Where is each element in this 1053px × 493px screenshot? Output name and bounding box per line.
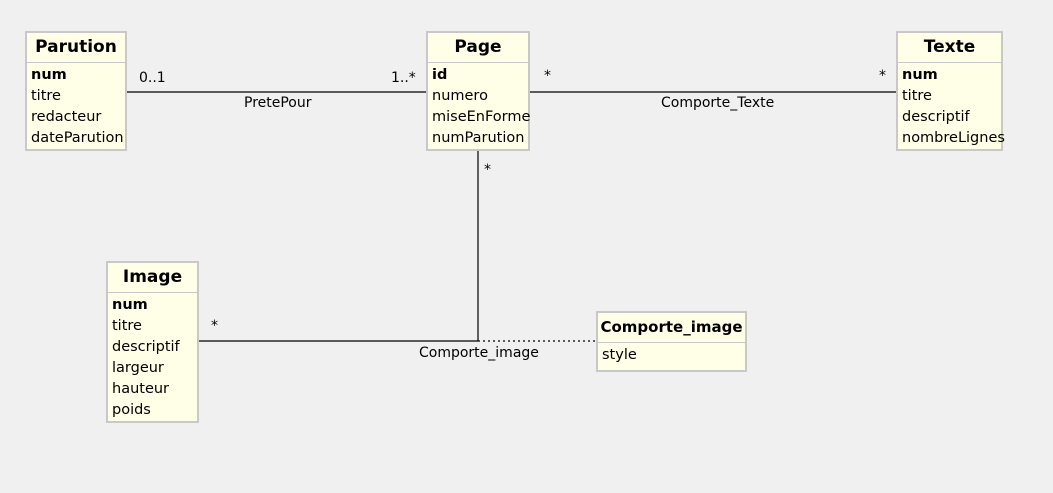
class-title: Texte — [898, 33, 1001, 63]
class-attribute: poids — [112, 402, 151, 418]
class-attribute: largeur — [112, 360, 164, 376]
class-attribute: titre — [31, 88, 61, 104]
class-attribute: titre — [902, 88, 932, 104]
class-attribute: numParution — [432, 130, 525, 146]
class-attribute: dateParution — [31, 130, 124, 146]
class-texte[interactable]: Texte num titre descriptif nombreLignes — [896, 31, 1005, 151]
class-title: Image — [108, 263, 197, 293]
class-title: Page — [428, 33, 528, 63]
multiplicity-parution: 0..1 — [139, 70, 166, 86]
association-label-comporte-image: Comporte_image — [419, 345, 539, 361]
class-attribute: hauteur — [112, 381, 170, 397]
class-image[interactable]: Image num titre descriptif largeur haute… — [106, 261, 199, 423]
class-attribute: descriptif — [902, 109, 970, 125]
multiplicity-image: * — [211, 318, 218, 334]
class-attribute: style — [602, 347, 637, 363]
class-attribute: num — [902, 67, 938, 83]
class-attribute: numero — [432, 88, 488, 104]
class-attribute: id — [432, 67, 448, 83]
class-parution[interactable]: Parution num titre redacteur dateParutio… — [25, 31, 127, 151]
class-attribute: num — [31, 67, 67, 83]
class-title: Comporte_image — [598, 313, 745, 343]
class-page[interactable]: Page id numero miseEnForme numParution — [426, 31, 530, 151]
multiplicity-texte: * — [879, 68, 886, 84]
association-label-comporte-texte: Comporte_Texte — [661, 95, 775, 111]
class-title: Parution — [27, 33, 125, 63]
multiplicity-page-comporte-texte: * — [544, 68, 551, 84]
class-attribute: redacteur — [31, 109, 102, 125]
multiplicity-page-comporte-image: * — [484, 162, 491, 178]
class-attribute: nombreLignes — [902, 130, 1005, 146]
class-comporte-image[interactable]: Comporte_image style — [596, 311, 747, 372]
class-attribute: num — [112, 297, 148, 313]
class-attribute: titre — [112, 318, 142, 334]
class-attribute: descriptif — [112, 339, 180, 355]
multiplicity-page-prete-pour: 1..* — [391, 70, 416, 86]
class-attribute: miseEnForme — [432, 109, 531, 125]
association-label-prete-pour: PretePour — [244, 95, 312, 111]
